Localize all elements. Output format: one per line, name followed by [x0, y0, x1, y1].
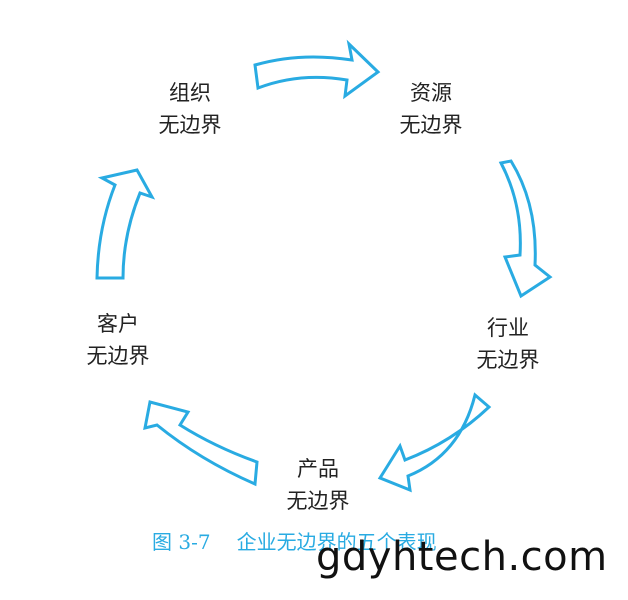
- arrow-product-to-customer: [143, 400, 259, 487]
- figure-number: 图 3-7: [152, 530, 211, 554]
- node-product-line1: 产品: [297, 457, 339, 481]
- node-industry-line1: 行业: [487, 316, 529, 340]
- node-customer-line2: 无边界: [86, 344, 150, 368]
- node-resource-line1: 资源: [410, 81, 452, 105]
- arrow-organization-to-resource: [253, 39, 381, 100]
- arrow-industry-to-product: [377, 392, 492, 493]
- node-product-line2: 无边界: [286, 489, 350, 513]
- watermark-text: gdyhtech.com: [316, 534, 608, 580]
- node-customer: 客户 无边界: [48, 308, 188, 372]
- node-product: 产品 无边界: [248, 453, 388, 517]
- node-customer-line1: 客户: [97, 312, 139, 336]
- node-resource-line2: 无边界: [399, 113, 463, 137]
- node-organization-line1: 组织: [169, 81, 211, 105]
- node-industry-line2: 无边界: [476, 348, 540, 372]
- arrow-customer-to-organization: [95, 168, 156, 280]
- node-organization-line2: 无边界: [158, 113, 222, 137]
- node-industry: 行业 无边界: [438, 312, 578, 376]
- figure-caption: 图 3-7 企业无边界的五个表现: [152, 526, 437, 555]
- figure-title: 企业无边界的五个表现: [236, 530, 437, 554]
- node-resource: 资源 无边界: [361, 77, 501, 141]
- arrow-resource-to-industry: [498, 159, 553, 299]
- node-organization: 组织 无边界: [120, 77, 260, 141]
